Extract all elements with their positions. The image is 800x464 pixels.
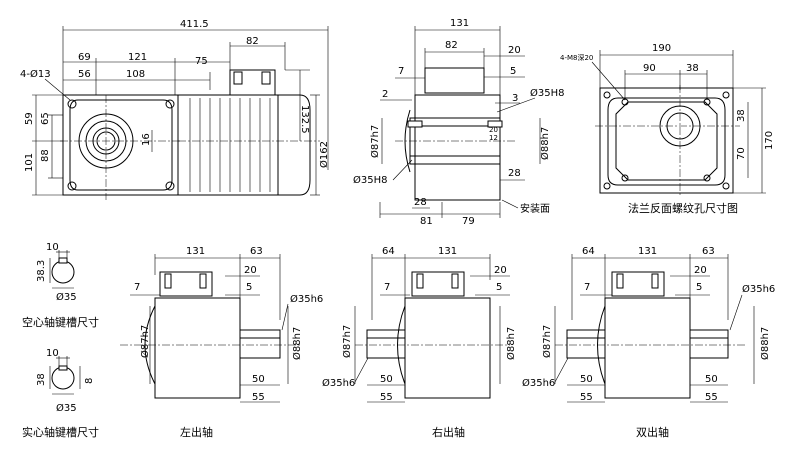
dim-79: 79 [462, 216, 475, 227]
double-shaft-r: Ø35h6 [742, 283, 775, 295]
double-d50a: 50 [580, 374, 593, 385]
left-d55: 55 [252, 392, 265, 403]
dim-69: 69 [78, 52, 91, 63]
hollow-key-caption: 空心轴键槽尺寸 [22, 315, 99, 329]
hollow-keyway-view: 10 38.3 Ø35 空心轴键槽尺寸 [22, 242, 99, 329]
dim-101: 101 [24, 153, 35, 172]
solid-key-caption: 实心轴键槽尺寸 [22, 425, 99, 439]
right-d131: 131 [438, 246, 457, 257]
right-shaft-dia: Ø35h6 [322, 377, 355, 389]
dim-56: 56 [78, 69, 91, 80]
mount-face-label: 安装面 [520, 202, 550, 215]
dim-121: 121 [128, 52, 147, 63]
double-d131: 131 [638, 246, 657, 257]
dim-70: 70 [736, 147, 747, 160]
hollow-key-w: 10 [46, 242, 59, 253]
solid-key-side: 8 [84, 378, 95, 384]
double-d63: 63 [702, 246, 715, 257]
right-d50: 50 [380, 374, 393, 385]
flange-view: 190 90 38 4-M8深20 38 70 170 法兰反面螺纹孔尺寸图 [560, 43, 775, 215]
dim-82: 82 [445, 40, 458, 51]
bore-top: Ø35H8 [530, 87, 564, 99]
bore-bottom: Ø35H8 [353, 174, 387, 186]
right-shaft-view: 64 131 20 7 5 Ø87h7 Ø88h7 Ø35h6 50 55 右出… [322, 246, 517, 439]
left-d131: 131 [186, 246, 205, 257]
left-d87: Ø87h7 [139, 325, 151, 358]
right-d87: Ø87h7 [341, 325, 353, 358]
dim-75: 75 [195, 56, 208, 67]
double-d50b: 50 [705, 374, 718, 385]
double-d20: 20 [694, 265, 707, 276]
hollow-key-h: 38.3 [36, 260, 47, 282]
solid-keyway-view: 10 38 8 Ø35 实心轴键槽尺寸 [22, 348, 99, 439]
right-d64: 64 [382, 246, 395, 257]
dim-holes: 4-Ø13 [20, 68, 51, 80]
double-shaft-l: Ø35h6 [522, 377, 555, 389]
dim-88: 88 [40, 149, 51, 162]
solid-key-h: 38 [36, 373, 47, 386]
dim-28b: 28 [414, 197, 427, 208]
double-d55b: 55 [705, 392, 718, 403]
dim-59: 59 [24, 112, 35, 125]
left-d20: 20 [244, 265, 257, 276]
section-view: 131 82 20 7 5 2 3 Ø35H8 20 12 Ø87h7 Ø88h… [353, 18, 564, 227]
left-d50: 50 [252, 374, 265, 385]
dim-90: 90 [643, 63, 656, 74]
dim-5: 5 [510, 66, 516, 77]
solid-key-dia: Ø35 [56, 402, 77, 414]
double-d7: 7 [584, 282, 590, 293]
dim-3: 3 [512, 93, 518, 104]
dim-20: 20 [508, 45, 521, 56]
dim-131: 131 [450, 18, 469, 29]
left-shaft-view: 131 63 20 7 5 Ø35h6 Ø87h7 Ø88h7 50 55 左出… [120, 246, 323, 439]
left-d88: Ø88h7 [291, 327, 303, 360]
right-d20: 20 [494, 265, 507, 276]
dim-28a: 28 [508, 168, 521, 179]
left-shaft-dia: Ø35h6 [290, 293, 323, 305]
dim-132-5: 132.5 [299, 105, 310, 134]
solid-key-w: 10 [46, 348, 59, 359]
dim-87: Ø87h7 [369, 125, 381, 158]
dim-81: 81 [420, 216, 433, 227]
right-d5: 5 [496, 282, 502, 293]
dim-65: 65 [40, 112, 51, 125]
dim-20s: 20 [489, 126, 498, 134]
right-caption: 右出轴 [432, 425, 465, 439]
dim-108: 108 [126, 69, 145, 80]
double-d87: Ø87h7 [541, 325, 553, 358]
double-d55a: 55 [580, 392, 593, 403]
right-d88: Ø88h7 [505, 327, 517, 360]
dim-16: 16 [141, 133, 152, 146]
dim-12s: 12 [489, 134, 498, 142]
double-d5: 5 [696, 282, 702, 293]
motor-fins [189, 98, 271, 192]
dim-170: 170 [764, 131, 775, 150]
dim-88: Ø88h7 [539, 127, 551, 160]
dim-38a: 38 [686, 63, 699, 74]
left-d5: 5 [246, 282, 252, 293]
dim-7: 7 [398, 66, 404, 77]
left-d7: 7 [134, 282, 140, 293]
double-shaft-view: 64 131 63 20 7 5 Ø35h6 Ø87h7 Ø88h7 Ø35h6… [522, 246, 775, 439]
double-caption: 双出轴 [636, 425, 669, 439]
left-caption: 左出轴 [180, 425, 213, 439]
dim-82: 82 [246, 36, 259, 47]
right-d55: 55 [380, 392, 393, 403]
front-view: 411.5 69 121 82 56 108 75 132.5 4-Ø13 59… [20, 19, 330, 200]
dim-2: 2 [382, 89, 388, 100]
tap-label: 4-M8深20 [560, 53, 593, 62]
right-d7: 7 [384, 282, 390, 293]
left-d63: 63 [250, 246, 263, 257]
dim-162: Ø162 [318, 141, 330, 168]
double-d64: 64 [582, 246, 595, 257]
dim-overall-length: 411.5 [180, 19, 209, 30]
flange-caption: 法兰反面螺纹孔尺寸图 [628, 201, 738, 215]
dim-38b: 38 [736, 109, 747, 122]
double-d88: Ø88h7 [759, 327, 771, 360]
hollow-key-dia: Ø35 [56, 291, 77, 303]
dim-190: 190 [652, 43, 671, 54]
